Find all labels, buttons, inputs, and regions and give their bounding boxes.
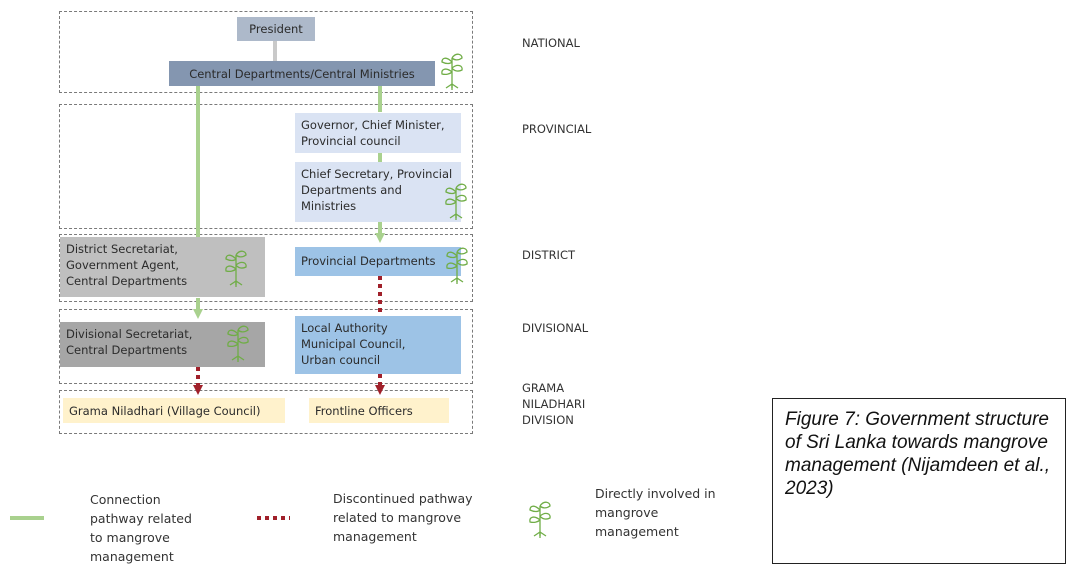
central-label: Central Departments/Central Ministries [189, 67, 415, 81]
level-national: NATIONAL [522, 36, 580, 50]
president-box: President [237, 17, 315, 41]
sprout-icon-provincial-departments [446, 247, 468, 284]
provincial-region [59, 104, 473, 229]
divisional-secretariat-box: Divisional Secretariat, Central Departme… [60, 322, 265, 367]
level-district: DISTRICT [522, 248, 576, 262]
district-region [59, 234, 473, 302]
sprout-icon-provincial [445, 183, 467, 220]
national-region [59, 11, 473, 93]
level-provincial: PROVINCIAL [522, 122, 592, 136]
frontline-box: Frontline Officers [309, 398, 449, 423]
grama-niladhari-label: Grama Niladhari (Village Council) [69, 404, 261, 418]
local-authority-box: Local Authority Municipal Council, Urban… [295, 316, 461, 374]
legend-sprout-icon [529, 501, 551, 538]
legend-involved-text: Directly involved in mangrove management [595, 486, 716, 539]
chief-secretary-label: Chief Secretary, Provincial Departments … [301, 167, 453, 213]
provincial-departments-box: Provincial Departments [295, 247, 461, 276]
divisional-region [59, 309, 473, 384]
grama-region [59, 390, 473, 434]
figure-caption: Figure 7: Government structure of Sri La… [772, 398, 1066, 564]
governor-label: Governor, Chief Minister, Provincial cou… [301, 118, 445, 148]
district-secretariat-box: District Secretariat, Government Agent, … [60, 237, 265, 297]
sprout-icon-national [441, 53, 463, 90]
legend-connection-text: Connection pathway related to mangrove m… [90, 492, 192, 564]
provincial-departments-label: Provincial Departments [301, 254, 436, 268]
legend-discontinued-text: Discontinued pathway related to mangrove… [333, 491, 473, 544]
sprout-icon-divisional [227, 325, 249, 362]
level-grama: GRAMA NILADHARI DIVISION [522, 381, 586, 427]
grama-niladhari-box: Grama Niladhari (Village Council) [63, 398, 285, 423]
president-label: President [249, 22, 303, 36]
sprout-icon-district-secretariat [225, 250, 247, 287]
local-authority-label: Local Authority Municipal Council, Urban… [301, 321, 406, 367]
frontline-label: Frontline Officers [315, 404, 413, 418]
level-divisional: DIVISIONAL [522, 321, 589, 335]
district-secretariat-label: District Secretariat, Government Agent, … [66, 242, 188, 288]
chief-secretary-box: Chief Secretary, Provincial Departments … [295, 162, 461, 222]
central-box: Central Departments/Central Ministries [169, 61, 435, 86]
divisional-secretariat-label: Divisional Secretariat, Central Departme… [66, 327, 193, 357]
governor-box: Governor, Chief Minister, Provincial cou… [295, 113, 461, 153]
